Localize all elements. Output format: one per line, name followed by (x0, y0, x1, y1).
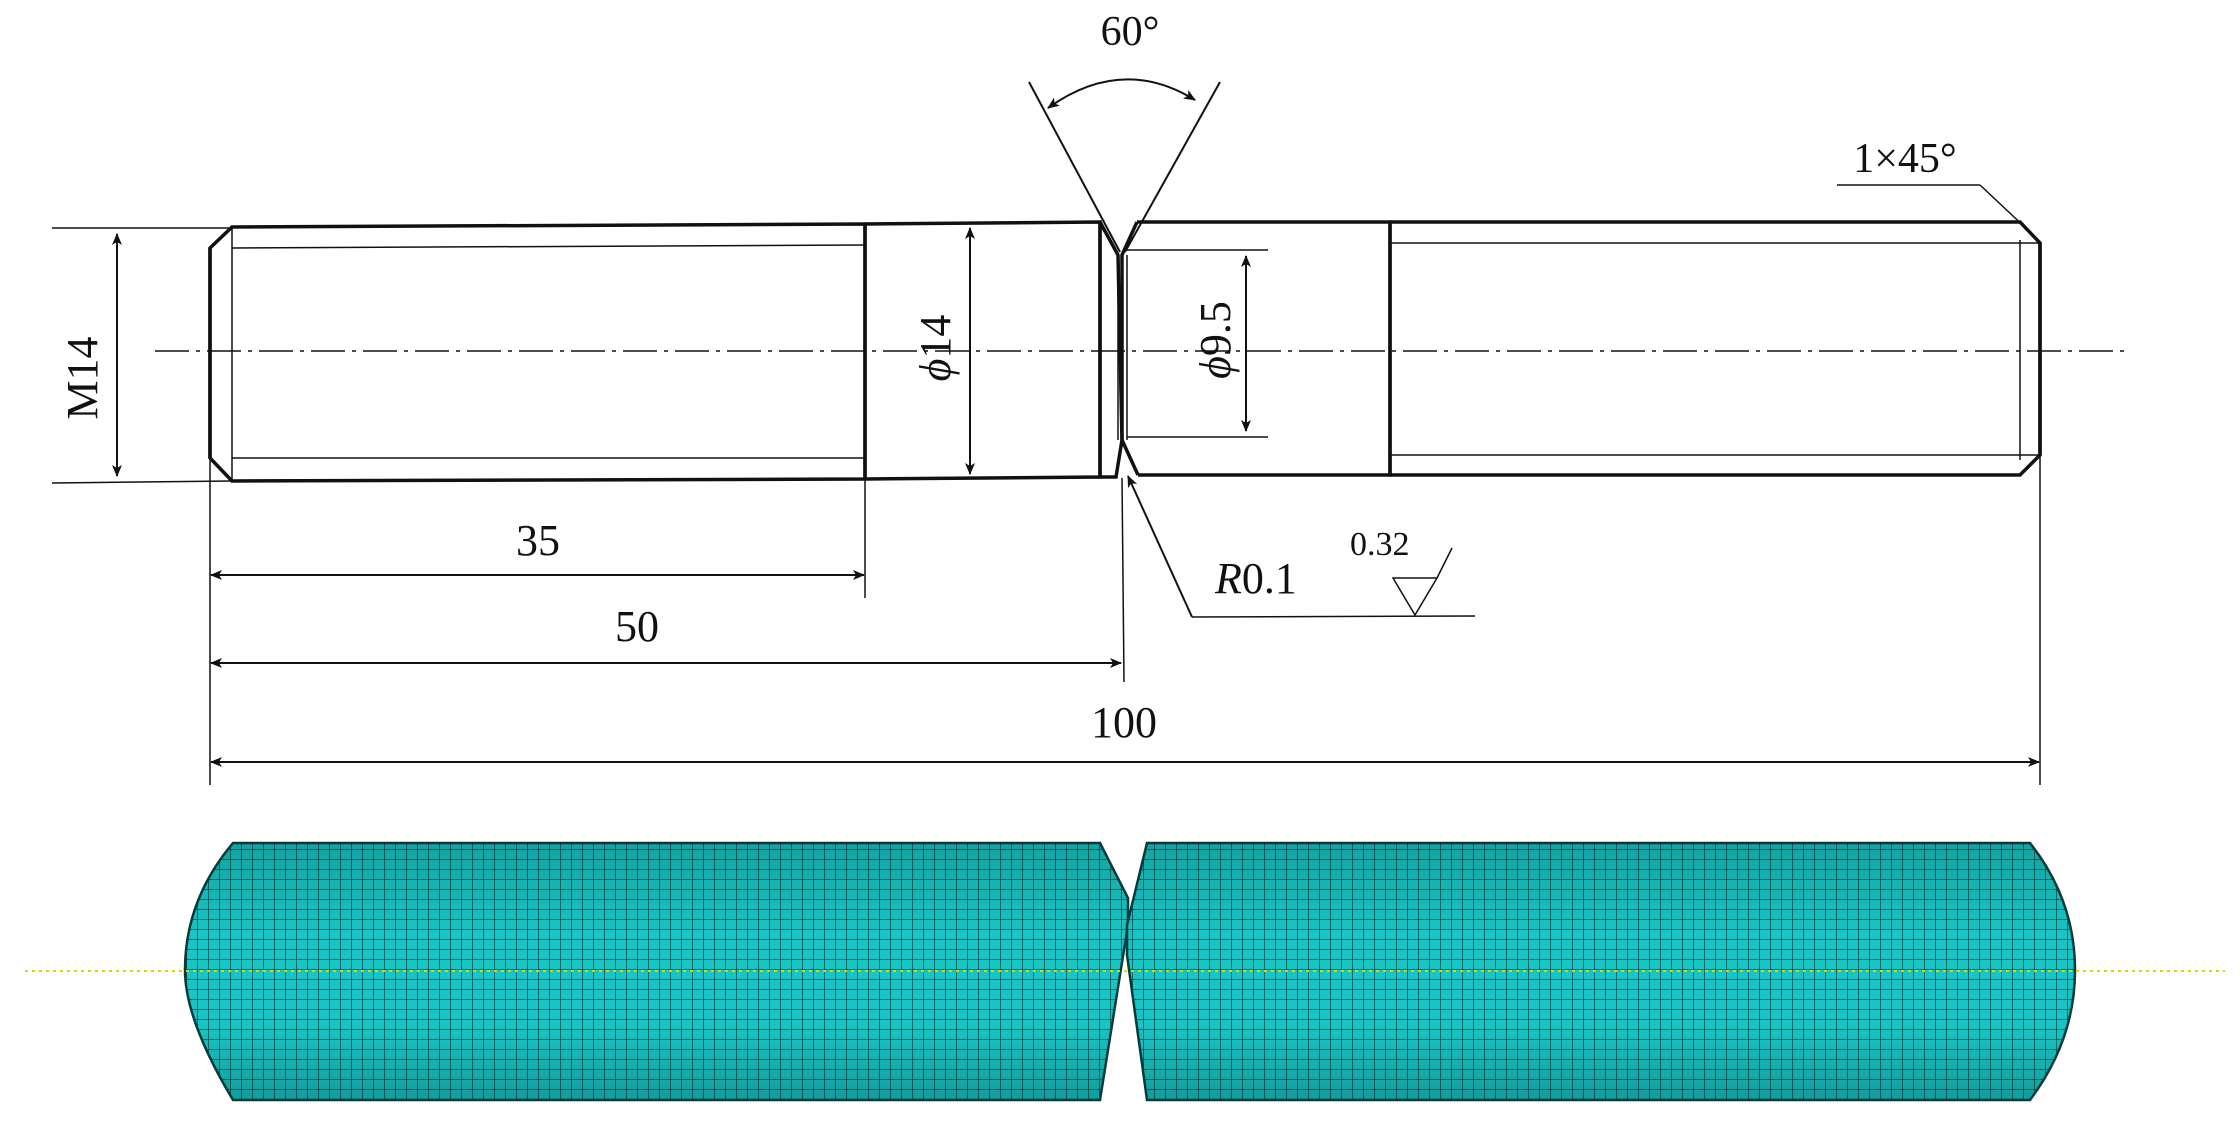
chamfer-leader (1837, 184, 2031, 233)
ext-line-bottom (51, 480, 233, 484)
radius-label: R0.1 (1214, 554, 1297, 603)
angle-leg-left (1028, 81, 1121, 253)
right-thread-outline (1390, 220, 2042, 477)
roughness-symbol (1391, 547, 1453, 617)
chamfer-label: 1×45° (1853, 136, 1956, 182)
part-outline (208, 220, 2042, 483)
dim-label-35: 35 (516, 516, 560, 565)
mesh-right-outline (1125, 841, 2077, 1102)
notch-diameter-dimension (1127, 249, 1268, 438)
diameter-notch-label: ϕ9.5 (1191, 301, 1240, 379)
left-thread-outline (208, 222, 867, 483)
diameter-symbol: ϕ (911, 359, 960, 382)
angle-label: 60° (1101, 9, 1160, 55)
dim-label-50: 50 (615, 602, 659, 651)
diameter-symbol: ϕ (1191, 356, 1240, 379)
radius-prefix: R (1214, 554, 1242, 603)
radius-leader (1127, 475, 1476, 618)
diameter-value: 14 (911, 315, 960, 359)
angle-construction (1028, 78, 1221, 253)
thread-dimension (51, 227, 233, 484)
left-thread-root-top (231, 244, 866, 249)
radius-leader-shelf (1191, 615, 1476, 618)
chamfer-leader-line (1979, 184, 2031, 233)
mesh-model (25, 841, 2225, 1102)
angle-arc (1047, 78, 1196, 109)
mesh-right-segment (1127, 843, 2075, 1100)
ext-line-notch-center (1121, 477, 1125, 683)
diameter-value: 9.5 (1191, 301, 1240, 356)
thread-label: M14 (58, 336, 107, 419)
notch-profile-right (1120, 221, 1140, 476)
mesh-left-segment (185, 843, 1128, 1100)
dim-label-100: 100 (1091, 698, 1157, 747)
notch-profile (1098, 221, 1124, 479)
diameter-shoulder-label: ϕ14 (911, 315, 960, 382)
roughness-label: 0.32 (1350, 526, 1410, 563)
radius-value: 0.1 (1242, 554, 1297, 603)
angle-leg-right (1124, 81, 1221, 253)
length-dimensions (209, 456, 2041, 785)
radius-leader-line (1127, 475, 1193, 618)
mesh-left-outline (183, 841, 1130, 1102)
